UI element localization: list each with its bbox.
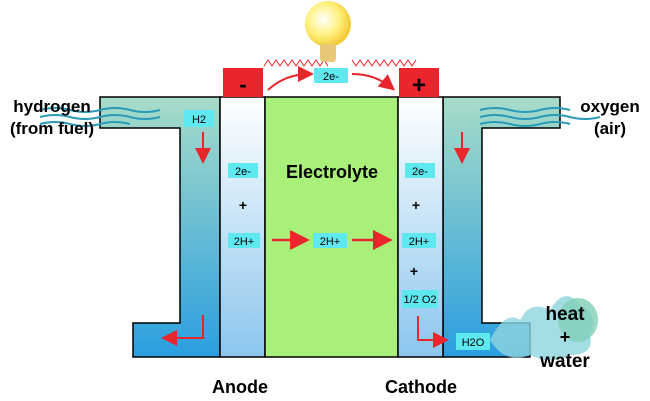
heat-label: heat	[545, 304, 585, 325]
light-bulb-icon	[305, 1, 351, 62]
negative-sign: -	[239, 72, 246, 97]
anode-electrons-chip: 2e-	[235, 166, 251, 178]
electrolyte-protons-chip: 2H+	[320, 236, 341, 248]
cathode-plus-2: +	[410, 263, 418, 279]
wire-right	[351, 59, 417, 67]
anode-label: Anode	[212, 377, 268, 397]
electron-arrow-right	[351, 73, 396, 91]
exhaust-arrow	[161, 315, 204, 346]
h2-chip: H2	[192, 114, 206, 126]
anode	[219, 96, 266, 358]
water-out-chip: H2O	[462, 337, 485, 349]
cathode-protons-chip: 2H+	[409, 236, 430, 248]
water-arrow	[417, 316, 449, 348]
positive-sign: +	[412, 72, 426, 99]
heat-water-cloud-icon	[490, 296, 598, 360]
water-label: water	[539, 351, 590, 372]
heat-water-plus: +	[560, 327, 571, 347]
electron-arrow-left	[267, 66, 314, 91]
negative-terminal	[223, 68, 263, 97]
hydrogen-sub-label: (from fuel)	[10, 119, 94, 138]
oxygen-label: oxygen	[580, 97, 640, 116]
hydrogen-flow-lines	[39, 107, 161, 127]
wire-left	[263, 59, 329, 67]
cathode-electrons-chip: 2e-	[412, 166, 428, 178]
oxygen-half-chip: 1/2 O2	[403, 294, 436, 306]
hydrogen-label: hydrogen	[13, 97, 90, 116]
oxygen-sub-label: (air)	[594, 119, 626, 138]
anode-protons-chip: 2H+	[234, 236, 255, 248]
electrolyte-label: Electrolyte	[286, 162, 378, 182]
cathode-plus-1: +	[412, 197, 420, 213]
positive-terminal	[399, 68, 439, 97]
oxygen-flow-lines	[479, 107, 601, 127]
anode-plus: +	[239, 197, 247, 213]
cathode-label: Cathode	[385, 377, 457, 397]
top-electrons-chip: 2e-	[323, 71, 339, 83]
electrolyte	[264, 96, 399, 358]
cathode	[397, 96, 444, 358]
